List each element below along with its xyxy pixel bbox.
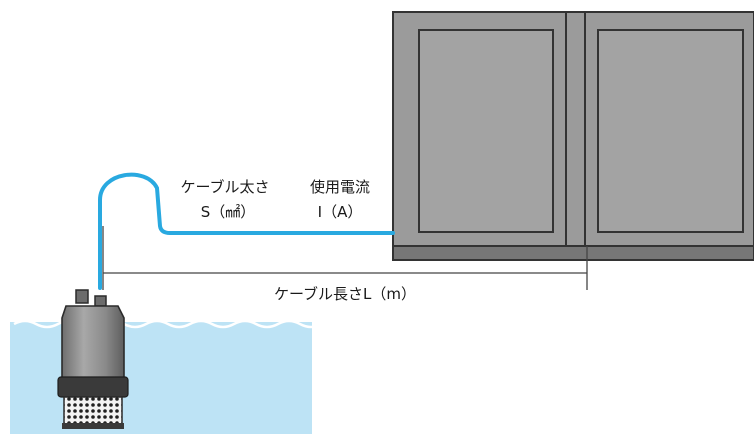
label-current-used: 使用電流 (310, 178, 370, 196)
panel-door-left (418, 29, 554, 233)
pump-cable (98, 172, 395, 290)
submersible-pump-icon (57, 289, 129, 429)
control-panel (392, 11, 754, 261)
label-current-unit: I（A） (318, 203, 363, 221)
cable-length-dimension (102, 226, 588, 290)
label-cable-length: ケーブル長さL（m） (274, 285, 416, 303)
panel-door-right (597, 29, 744, 233)
label-cable-thickness-unit: S（㎟） (201, 203, 256, 221)
water (10, 319, 323, 434)
panel-base (392, 245, 754, 261)
label-cable-thickness: ケーブル太さ (180, 178, 269, 196)
